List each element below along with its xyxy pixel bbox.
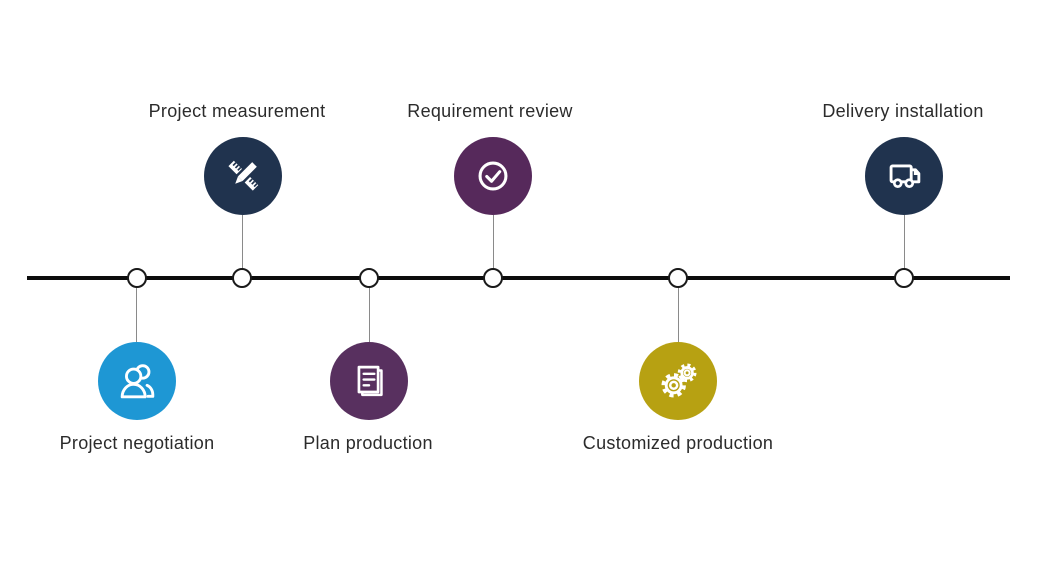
people-icon [120,364,155,399]
step-label-delivery-installation: Delivery installation [822,101,984,121]
timeline-node-project-measurement [232,268,252,288]
step-circle-delivery-installation [865,137,943,215]
timeline-node-delivery-installation [894,268,914,288]
step-circle-project-measurement [204,137,282,215]
connector-plan-production [369,287,370,342]
timeline-node-project-negotiation [127,268,147,288]
timeline-line [27,276,1010,280]
step-label-project-negotiation: Project negotiation [59,433,215,453]
timeline-node-customized-production [668,268,688,288]
truck-icon [889,164,921,188]
connector-customized-production [678,287,679,342]
connector-project-negotiation [136,287,137,342]
step-circle-requirement-review [454,137,532,215]
ruler-pencil-icon [228,160,259,191]
step-label-customized-production: Customized production [582,433,774,453]
step-label-plan-production: Plan production [303,433,433,453]
step-label-requirement-review: Requirement review [407,101,573,121]
timeline-node-plan-production [359,268,379,288]
step-circle-plan-production [330,342,408,420]
step-circle-customized-production [639,342,717,420]
step-circle-project-negotiation [98,342,176,420]
documents-icon [357,365,383,397]
check-circle-icon [478,161,508,191]
timeline-node-requirement-review [483,268,503,288]
gears-icon [661,363,697,398]
step-label-project-measurement: Project measurement [148,101,326,121]
connector-project-measurement [242,215,243,269]
connector-delivery-installation [904,215,905,269]
connector-requirement-review [493,215,494,269]
